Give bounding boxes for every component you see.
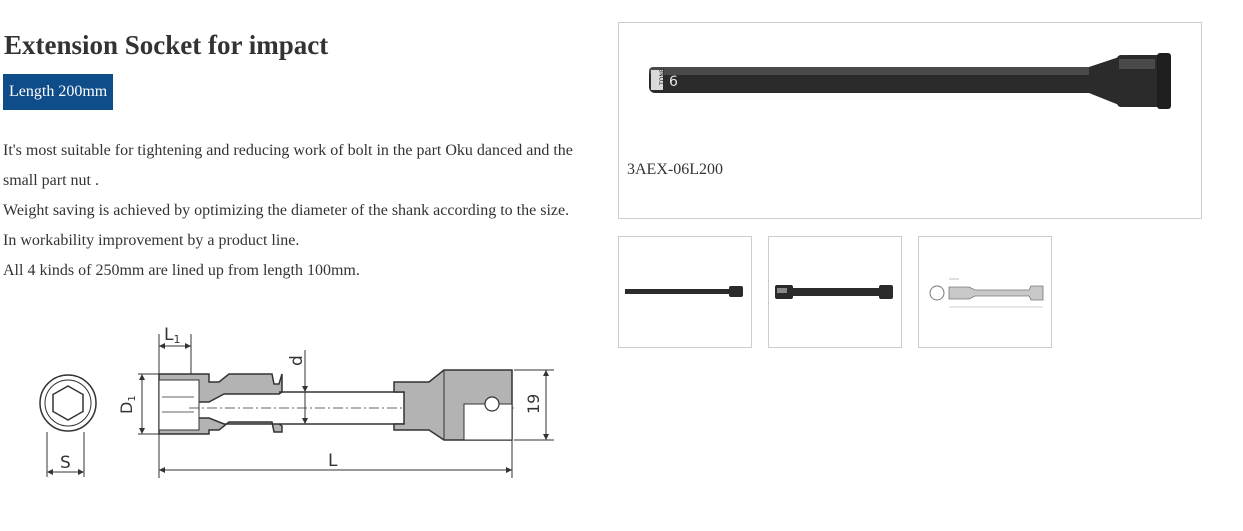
svg-text:6: 6 — [669, 74, 678, 90]
thumbnail-2[interactable] — [768, 236, 902, 348]
model-number: 3AEX-06L200 — [627, 161, 723, 178]
main-image-card: TONE 6 3AEX-06L200 — [618, 22, 1202, 219]
dimension-drawing-thumbnail-icon — [929, 278, 1044, 308]
dim-d1: D1 — [117, 373, 159, 435]
dim-l-label: L — [328, 451, 338, 471]
end-view: S — [39, 374, 97, 477]
description-line: It's most suitable for tightening and re… — [3, 142, 573, 189]
dim-l: L — [158, 434, 513, 478]
dim-19-label: 19 — [524, 394, 543, 414]
extension-socket-photo: TONE 6 — [649, 53, 1171, 109]
dim-19: 19 — [514, 369, 554, 441]
product-title: Extension Socket for impact — [4, 30, 329, 60]
description-line: In workability improvement by a product … — [3, 232, 300, 249]
thumbnail-3[interactable] — [918, 236, 1052, 348]
dim-d-label: d — [287, 355, 307, 366]
length-badge: Length 200mm — [3, 74, 114, 110]
thumbnail-1[interactable] — [618, 236, 752, 348]
dimension-drawing: S L1 D1 — [39, 325, 554, 478]
product-description: It's most suitable for tightening and re… — [3, 136, 588, 286]
description-line: Weight saving is achieved by optimizing … — [3, 202, 570, 219]
dim-l1: L1 — [158, 325, 192, 374]
svg-text:TONE: TONE — [659, 68, 666, 86]
dim-l1-label: L1 — [164, 325, 180, 346]
dim-d1-label: D1 — [117, 395, 138, 414]
section-view — [158, 369, 514, 441]
socket-extension-side-photo-thumbnail-icon — [775, 285, 893, 299]
description-line: All 4 kinds of 250mm are lined up from l… — [3, 262, 360, 279]
dim-s-label: S — [60, 453, 71, 473]
socket-extension-photo-thumbnail-icon — [625, 286, 743, 297]
dim-d: d — [287, 350, 308, 424]
